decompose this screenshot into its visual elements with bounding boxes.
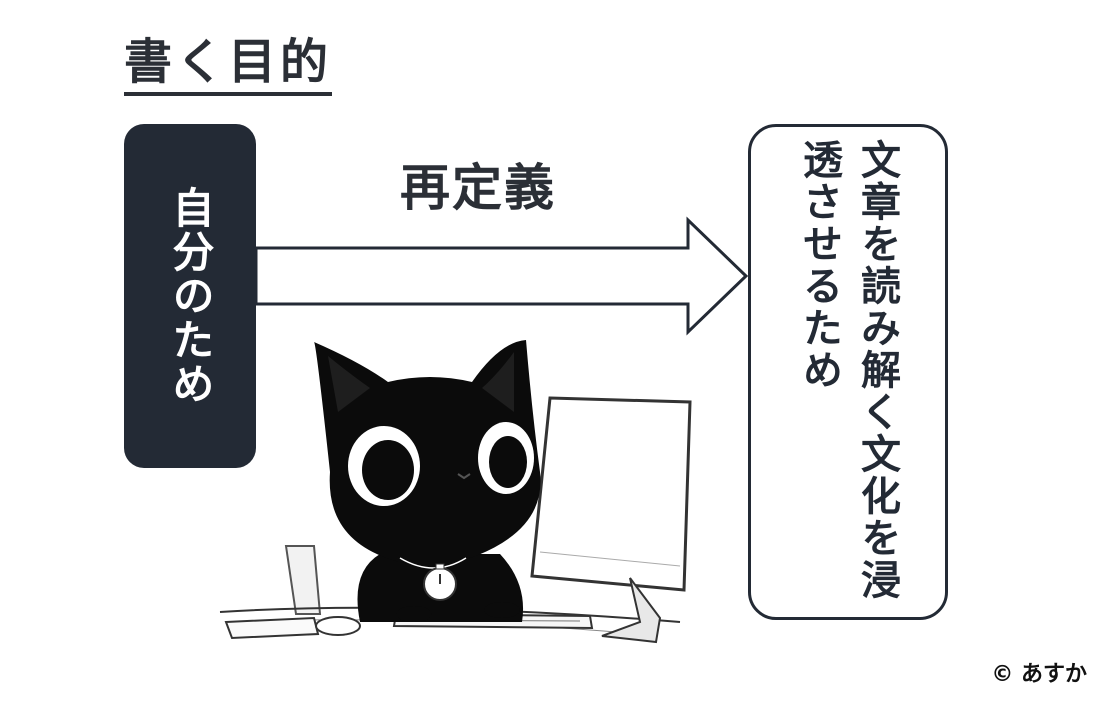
target-box: 文章を読み解く文化を浸透させるため xyxy=(748,124,948,620)
page-title: 書く目的 xyxy=(124,34,333,96)
copyright-notice: © あすか xyxy=(991,662,1087,687)
arrow-label: 再定義 xyxy=(400,159,556,217)
source-box: 自分のため xyxy=(124,124,256,468)
source-box-label: 自分のため xyxy=(166,186,215,406)
cat-at-computer-illustration xyxy=(219,340,692,644)
redefine-arrow xyxy=(256,216,749,336)
target-box-label: 文章を読み解く文化を浸透させるため xyxy=(796,139,900,601)
